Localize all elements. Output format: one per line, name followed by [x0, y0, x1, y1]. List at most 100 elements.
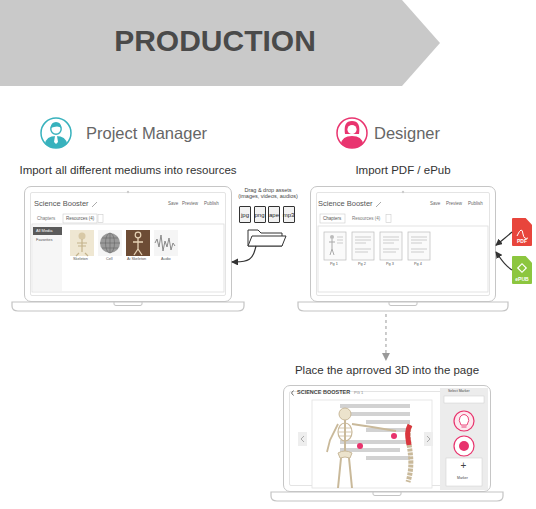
file-icon: mp3: [283, 206, 295, 223]
thumb-caption: Pg 4: [414, 263, 422, 267]
marker-panel-part: [454, 436, 474, 456]
dashed-arrow: [385, 302, 386, 360]
thumb-caption: Ai Skeleton: [127, 258, 146, 262]
skeleton-model-part: [327, 424, 338, 452]
screen-border: [289, 391, 485, 486]
node-label: ape: [269, 211, 279, 218]
page-number: PG 1: [354, 391, 363, 395]
skeleton-model-part: [408, 425, 411, 482]
project-manager-avatar-part: [41, 118, 71, 148]
laptop-base: [298, 302, 508, 311]
node-label: png: [255, 211, 265, 218]
laptop-screen-ui: [32, 191, 224, 292]
file-icon: ape: [268, 206, 280, 223]
flow-arrow: [496, 232, 512, 245]
skeleton-model-part: [352, 424, 396, 431]
page-thumbnail-part: [411, 237, 427, 252]
sidebar-item: Favorites: [36, 238, 52, 242]
step-caption: Import all different mediums into resour…: [19, 164, 236, 176]
add-button: +: [461, 461, 467, 471]
book-page-view-part: [427, 436, 430, 442]
resource-thumbnail-part: [106, 233, 115, 253]
node-label: jpg: [241, 211, 249, 218]
tab-label: Resources (4): [352, 217, 380, 222]
book-page-view-part: [366, 456, 410, 460]
laptop-lid: [283, 385, 491, 492]
resource-thumbnail-part: [98, 230, 122, 256]
designer-avatar: [337, 118, 367, 148]
skeleton-model-part: [357, 443, 363, 449]
asset-group: jpgpngapemp3Drag & drop assets (images, …: [238, 186, 298, 246]
book-page-view-part: [366, 420, 410, 424]
laptop-screen: Place the aprroved 3D into the page: [283, 360, 491, 492]
skeleton-model: [327, 408, 411, 488]
resource-thumbnail-part: [100, 233, 120, 253]
laptop-screen-ui-part: [320, 214, 345, 223]
resource-thumbnail-part: [154, 230, 178, 256]
project-manager-avatar: [41, 118, 71, 148]
thumb-caption: Pg 2: [358, 263, 366, 267]
toolbar-item: Publish: [204, 202, 219, 207]
button-label: Marker: [457, 477, 468, 481]
toolbar-item: Preview: [182, 202, 198, 207]
marker-panel: [440, 388, 488, 490]
thumb-caption: Audio: [161, 258, 171, 262]
laptop-screen-ui-part: [402, 191, 404, 193]
skeleton-model-part: [344, 420, 346, 453]
resource-thumbnail-part: [135, 232, 141, 238]
book-page-view-part: [340, 448, 400, 452]
designer-avatar-part: [337, 118, 367, 148]
project-manager-avatar-part: [51, 122, 62, 128]
laptop-base-part: [12, 302, 244, 311]
resource-thumbnail-part: [126, 230, 150, 256]
laptop-base-part: [373, 492, 401, 496]
screen-border: [316, 192, 490, 296]
folder-icon-part: [248, 230, 282, 246]
epub-icon: ePUB: [512, 256, 532, 284]
laptop-screen-ui-part: [33, 227, 62, 235]
page-thumbnail-part: [330, 235, 334, 239]
resource-thumbnail-part: [100, 233, 120, 253]
book-page-view-part: [340, 412, 410, 416]
laptop-screen-ui-part: [32, 224, 224, 292]
resource-thumbnail-part: [76, 239, 88, 256]
sidebar-item: All Media: [36, 229, 52, 233]
file-type-symbol-part: [517, 230, 528, 239]
page-thumbnail-part: [383, 237, 399, 252]
laptop-screen-ui-part: [92, 202, 97, 207]
tab-label: Chapters: [323, 217, 341, 222]
flow-arrow: [232, 246, 256, 262]
tab-label: Resources (4): [66, 217, 94, 222]
laptop-base: [12, 302, 244, 311]
page-thumbnail-part: [324, 232, 346, 260]
page-thumbnail-part: [352, 232, 374, 260]
skeleton-model-part: [338, 423, 352, 441]
marker-panel-part: [459, 415, 469, 428]
laptop-screen-ui: [318, 191, 488, 292]
panel-title: Select Marker: [448, 390, 470, 394]
marker-panel-part: [454, 411, 474, 431]
book-page-view-part: [292, 391, 294, 396]
laptop-screen-ui-part: [98, 215, 103, 223]
laptop-screen-ui-part: [63, 214, 97, 223]
file-type-symbol: [517, 230, 528, 272]
pdf-icon: PDF: [512, 218, 532, 246]
step-caption: Import PDF / ePub: [355, 164, 450, 176]
designer-avatar-part: [347, 125, 356, 134]
role-title: Designer: [374, 125, 440, 142]
marker-panel-part: [446, 458, 482, 486]
skeleton-model-part: [338, 458, 352, 488]
laptop-screen-ui-part: [386, 215, 391, 223]
resource-thumbnail-part: [79, 233, 86, 240]
step-caption: Place the aprroved 3D into the page: [295, 364, 479, 376]
resource-thumbnail-part: [155, 235, 175, 251]
toolbar-item: Publish: [468, 202, 483, 207]
thumb-caption: Cell: [106, 258, 113, 262]
book-page-view-part: [366, 428, 410, 432]
banner-chevron: [0, 0, 440, 86]
node-label: PDF: [517, 238, 527, 246]
